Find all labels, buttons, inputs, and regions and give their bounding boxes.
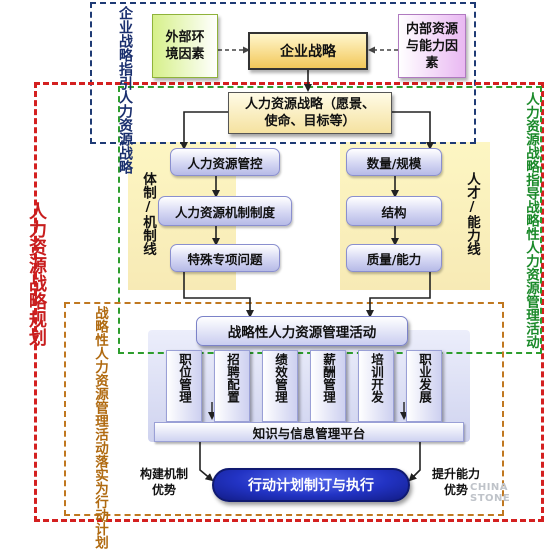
arrow-right-to-activities — [366, 272, 431, 318]
guide-hr-strategy-planning: 人力资源战略规划 — [26, 202, 47, 346]
arrow-hr-to-right — [392, 111, 434, 150]
watermark-text: CHINA STONE — [470, 482, 511, 504]
arrow-platform-to-action-left — [199, 442, 214, 482]
activity-col-recruit-text: 招聘配置 — [225, 353, 240, 403]
activity-col-training: 培训开发 — [358, 350, 394, 422]
action-plan-oval: 行动计划制订与执行 — [212, 468, 410, 502]
strategy-guide-frame — [90, 2, 476, 144]
right-item-structure: 结构 — [346, 196, 442, 226]
activity-col-compensation-text: 薪酬管理 — [321, 353, 336, 403]
arrow-left-to-activities — [183, 272, 254, 318]
activity-col-position-text: 职位管理 — [177, 353, 192, 403]
activity-col-career-text: 职业发展 — [417, 353, 432, 403]
guide-strategy-guides-hr: 企业战略指引人力资源战略 — [117, 6, 133, 174]
connector-arrows — [180, 46, 434, 482]
activities-implementation-frame — [64, 302, 504, 516]
knowledge-platform-box: 知识与信息管理平台 — [154, 422, 464, 442]
hr-strategy-box: 人力资源战略（愿景、 使命、目标等） — [228, 92, 392, 134]
enterprise-strategy-text: 企业战略 — [280, 44, 336, 60]
external-factors-text: 外部环境因素 — [165, 30, 205, 62]
right-item-quantity: 数量/规模 — [346, 148, 442, 176]
activities-title-box: 战略性人力资源管理活动 — [196, 316, 408, 346]
arrow-hr-to-left — [180, 111, 228, 150]
activity-col-training-text: 培训开发 — [369, 353, 384, 403]
internal-factors-box: 内部资源与能力因素 — [398, 14, 466, 78]
activity-col-compensation: 薪酬管理 — [310, 350, 346, 422]
hr-strategy-line2: 使命、目标等） — [264, 114, 356, 129]
right-item-quality: 质量/能力 — [346, 244, 442, 272]
internal-factors-text: 内部资源与能力因素 — [405, 21, 458, 71]
left-item-hr-control: 人力资源管控 — [170, 148, 280, 176]
activity-col-career: 职业发展 — [406, 350, 442, 422]
left-advantage-text: 构建机制优势 — [140, 467, 189, 497]
enterprise-strategy-box: 企业战略 — [248, 32, 368, 70]
right-advantage-text: 提升能力优势 — [432, 467, 481, 497]
right-line-label: 人才/能力线 — [464, 172, 480, 256]
hr-strategy-planning-frame — [34, 82, 544, 522]
arrow-platform-to-action-right — [408, 442, 421, 482]
activity-col-position: 职位管理 — [166, 350, 202, 422]
hr-strategy-line1: 人力资源战略（愿景、 — [244, 97, 375, 112]
external-factors-box: 外部环境因素 — [152, 14, 218, 78]
left-line-label: 体制/机制线 — [140, 172, 156, 256]
left-item-special-issues: 特殊专项问题 — [170, 244, 280, 272]
activity-col-performance: 绩效管理 — [262, 350, 298, 422]
left-item-hr-mechanism: 人力资源机制制度 — [158, 196, 292, 226]
activity-col-recruit: 招聘配置 — [214, 350, 250, 422]
activity-col-performance-text: 绩效管理 — [273, 353, 288, 403]
